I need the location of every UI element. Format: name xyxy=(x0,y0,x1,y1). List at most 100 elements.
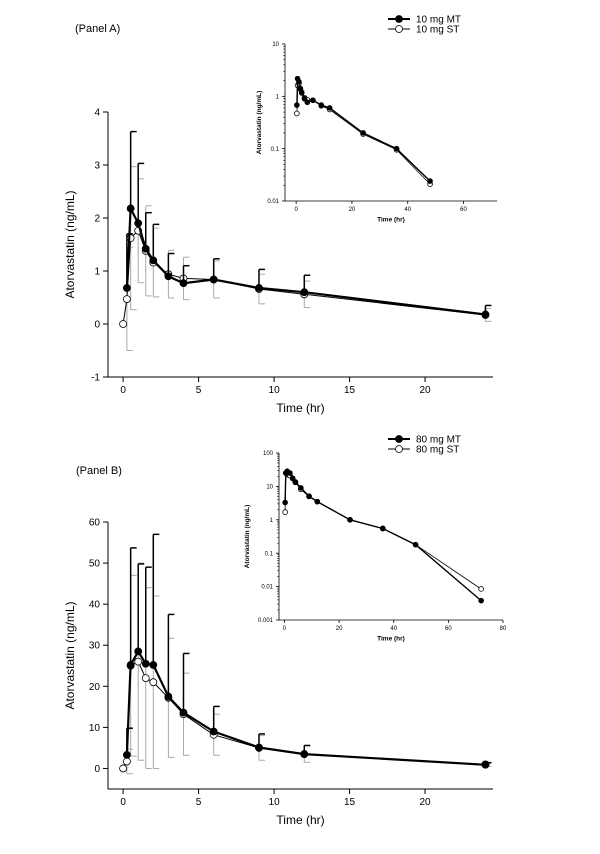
series-line xyxy=(125,204,486,316)
y-tick-label: 3 xyxy=(94,161,100,172)
y-tick-label: 0.001 xyxy=(258,618,274,624)
series-10-mg-mt xyxy=(122,130,492,319)
data-point xyxy=(126,661,135,669)
panel-b-label: (Panel B) xyxy=(76,465,122,477)
data-point xyxy=(306,493,312,499)
y-axis-label: Atorvastatin (ng/mL) xyxy=(244,505,251,569)
data-point xyxy=(301,95,308,102)
y-axis-label: Atorvastatin (ng/mL) xyxy=(63,190,77,298)
y-tick-label: 50 xyxy=(89,559,101,570)
data-point xyxy=(141,674,150,682)
data-point xyxy=(164,272,173,281)
x-axis-label: Time (hr) xyxy=(377,217,405,224)
data-point xyxy=(255,743,263,752)
x-axis-label: Time (hr) xyxy=(377,636,405,643)
series-80-mg-mt xyxy=(282,468,484,604)
data-point xyxy=(380,525,386,532)
data-point xyxy=(122,757,131,766)
y-axis-label: Atorvastatin (ng/mL) xyxy=(63,601,77,709)
data-point xyxy=(209,727,218,736)
legend-label: 80 mg MT xyxy=(416,435,461,446)
data-point xyxy=(292,479,299,485)
y-tick-label: 2 xyxy=(94,214,100,225)
data-point xyxy=(287,470,293,476)
y-tick-label: 10 xyxy=(89,723,101,734)
x-tick-label: 60 xyxy=(445,626,452,632)
data-point xyxy=(326,105,333,111)
x-tick-label: 40 xyxy=(390,626,397,632)
data-point xyxy=(347,516,353,523)
y-tick-label: 100 xyxy=(263,451,274,457)
y-tick-label: 4 xyxy=(94,108,100,119)
legend-label: 10 mg MT xyxy=(416,15,461,26)
y-tick-label: 1 xyxy=(270,518,274,524)
data-point xyxy=(481,310,490,319)
series-line xyxy=(284,470,482,602)
x-tick-label: 20 xyxy=(419,385,431,396)
y-tick-label: 0.01 xyxy=(267,199,279,205)
data-point xyxy=(119,320,127,328)
data-point xyxy=(141,244,150,253)
data-point xyxy=(164,692,173,701)
series-80-mg-mt xyxy=(122,533,492,769)
legend-marker xyxy=(395,435,403,443)
y-tick-label: 20 xyxy=(89,682,101,693)
data-point xyxy=(298,485,304,491)
data-point xyxy=(119,764,127,773)
y-tick-label: 40 xyxy=(89,600,101,611)
data-point xyxy=(298,89,305,95)
data-point xyxy=(294,110,300,117)
data-point xyxy=(300,750,309,758)
legend-label: 10 mg ST xyxy=(416,25,459,36)
series-80-mg-st xyxy=(119,562,492,775)
data-point xyxy=(126,204,135,213)
data-point xyxy=(427,178,433,184)
x-tick-label: 40 xyxy=(404,207,411,213)
data-point xyxy=(360,130,366,136)
data-point xyxy=(134,647,143,656)
y-tick-label: 30 xyxy=(89,641,101,652)
data-point xyxy=(134,219,143,228)
y-tick-label: 0 xyxy=(94,764,100,775)
x-tick-label: 10 xyxy=(269,385,281,396)
data-point xyxy=(134,657,143,666)
x-tick-label: 5 xyxy=(196,797,202,808)
data-point xyxy=(300,288,309,297)
data-point xyxy=(255,284,263,292)
data-point xyxy=(141,659,150,668)
x-axis-label: Time (hr) xyxy=(276,401,324,415)
y-tick-label: 1 xyxy=(276,94,280,100)
y-tick-label: 0 xyxy=(94,320,100,331)
y-tick-label: 0.1 xyxy=(271,147,280,153)
x-tick-label: 15 xyxy=(344,385,356,396)
x-tick-label: 0 xyxy=(120,797,126,808)
data-point xyxy=(282,499,288,506)
y-tick-label: 10 xyxy=(266,485,273,491)
legend-marker xyxy=(395,25,403,33)
x-tick-label: 15 xyxy=(344,797,356,808)
y-tick-label: 0.01 xyxy=(261,585,273,591)
data-point xyxy=(149,256,158,265)
series-10-mg-st xyxy=(119,166,492,351)
data-point xyxy=(318,102,325,108)
y-tick-label: 0.1 xyxy=(265,551,274,557)
data-point xyxy=(179,279,188,288)
x-tick-label: 5 xyxy=(196,385,202,396)
data-point xyxy=(481,760,490,769)
data-point xyxy=(393,145,400,152)
x-axis-label: Time (hr) xyxy=(276,813,324,827)
data-point xyxy=(412,541,419,548)
x-tick-label: 0 xyxy=(294,207,298,213)
x-tick-label: 20 xyxy=(336,626,343,632)
x-tick-label: 0 xyxy=(283,626,287,632)
data-point xyxy=(304,99,311,106)
data-point xyxy=(310,97,316,104)
data-point xyxy=(289,475,296,482)
data-point xyxy=(122,751,131,759)
